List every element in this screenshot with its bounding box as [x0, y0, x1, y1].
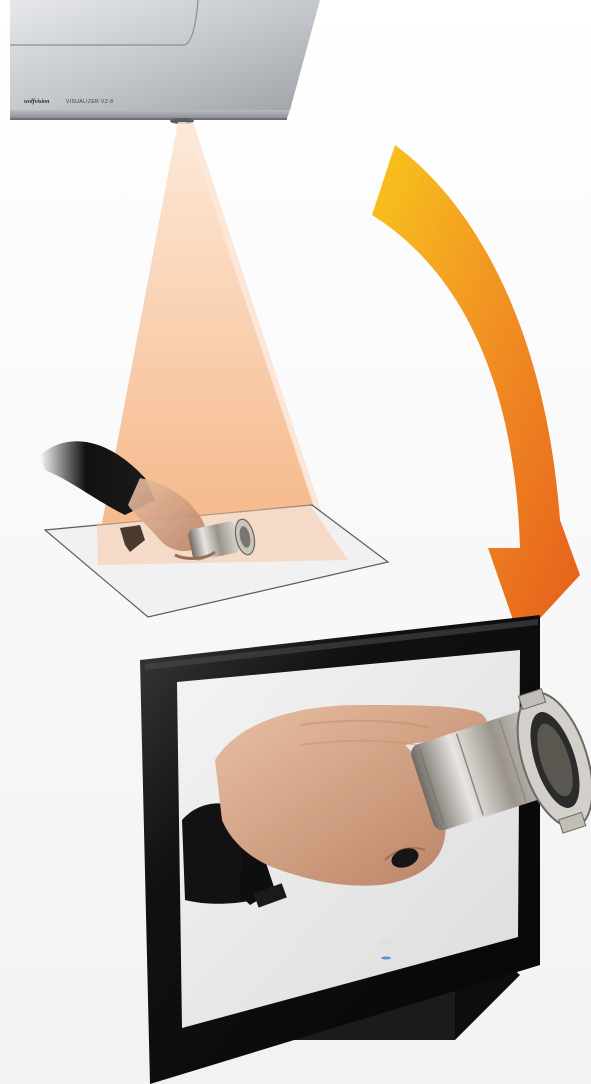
visualizer-model: VISUALIZER VZ-8 — [66, 99, 113, 105]
visualizer-brand: wolfvision — [24, 99, 50, 105]
document-camera-icon: wolfvision VISUALIZER VZ-8 — [10, 0, 320, 124]
